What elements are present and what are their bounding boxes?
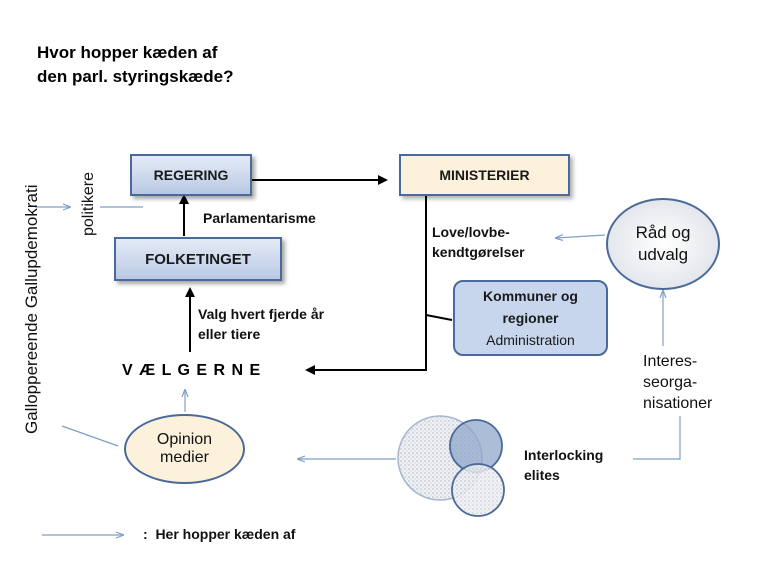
ministerier-label: MINISTERIER: [439, 167, 530, 183]
gallup-vertical-label: Galloppereende Gallupdemokrati: [22, 184, 41, 435]
kommuner-line-1: Kommuner og: [483, 288, 578, 304]
interesse-label: Interes- seorga- nisationer: [643, 351, 712, 414]
interesse-line-1: Interes-: [643, 353, 698, 370]
opinion-ellipse: Opinion medier: [124, 414, 245, 484]
line-opinion-gallup: [61, 425, 119, 447]
line-to-kommuner: [425, 314, 453, 321]
diagram-title: Hvor hopper kæden af den parl. styringsk…: [37, 41, 234, 89]
vaelgerne-label: V Æ L G E R N E: [122, 362, 262, 379]
politikere-vertical-label: politikere: [80, 171, 97, 236]
parlamentarisme-label: Parlamentarisme: [203, 210, 316, 226]
raad-ellipse: Råd og udvalg: [606, 198, 720, 290]
legend-text: : Her hopper kæden af: [143, 526, 296, 542]
arrow-raad-love: [556, 235, 606, 238]
valg-line-1: Valg hvert fjerde år: [198, 306, 325, 322]
opinion-line-2: medier: [160, 449, 209, 466]
title-line-1: Hvor hopper kæden af: [37, 43, 218, 62]
valg-line-2: eller tiere: [198, 326, 261, 342]
kommuner-line-3: Administration: [486, 332, 575, 348]
love-line-1: Love/lovbe-: [432, 224, 510, 240]
interlocking-label: Interlocking elites: [524, 445, 603, 485]
love-label: Love/lovbe- kendtgørelser: [432, 222, 525, 262]
regering-label: REGERING: [153, 167, 229, 183]
folketinget-box: FOLKETINGET: [114, 237, 282, 281]
elite-circle-lower: [451, 463, 505, 517]
interesse-line-3: nisationer: [643, 395, 713, 412]
raad-line-2: udvalg: [637, 245, 689, 264]
kommuner-line-2: regioner: [502, 310, 559, 326]
interlocking-line-2: elites: [524, 467, 560, 483]
ministerier-box: MINISTERIER: [399, 154, 570, 196]
love-line-2: kendtgørelser: [432, 244, 525, 260]
valg-label: Valg hvert fjerde år eller tiere: [198, 304, 324, 344]
line-interlocking-interesse: [633, 416, 681, 460]
kommuner-box: Kommuner og regioner Administration: [453, 280, 608, 356]
regering-box: REGERING: [130, 154, 252, 196]
folketinget-label: FOLKETINGET: [145, 250, 251, 268]
arrow-ministerier-vaelgerne: [305, 196, 427, 375]
interesse-line-2: seorga-: [643, 374, 698, 391]
interlocking-line-1: Interlocking: [524, 447, 604, 463]
raad-line-1: Råd og: [635, 223, 691, 242]
title-line-2: den parl. styringskæde?: [37, 67, 234, 86]
opinion-line-1: Opinion: [156, 431, 213, 448]
